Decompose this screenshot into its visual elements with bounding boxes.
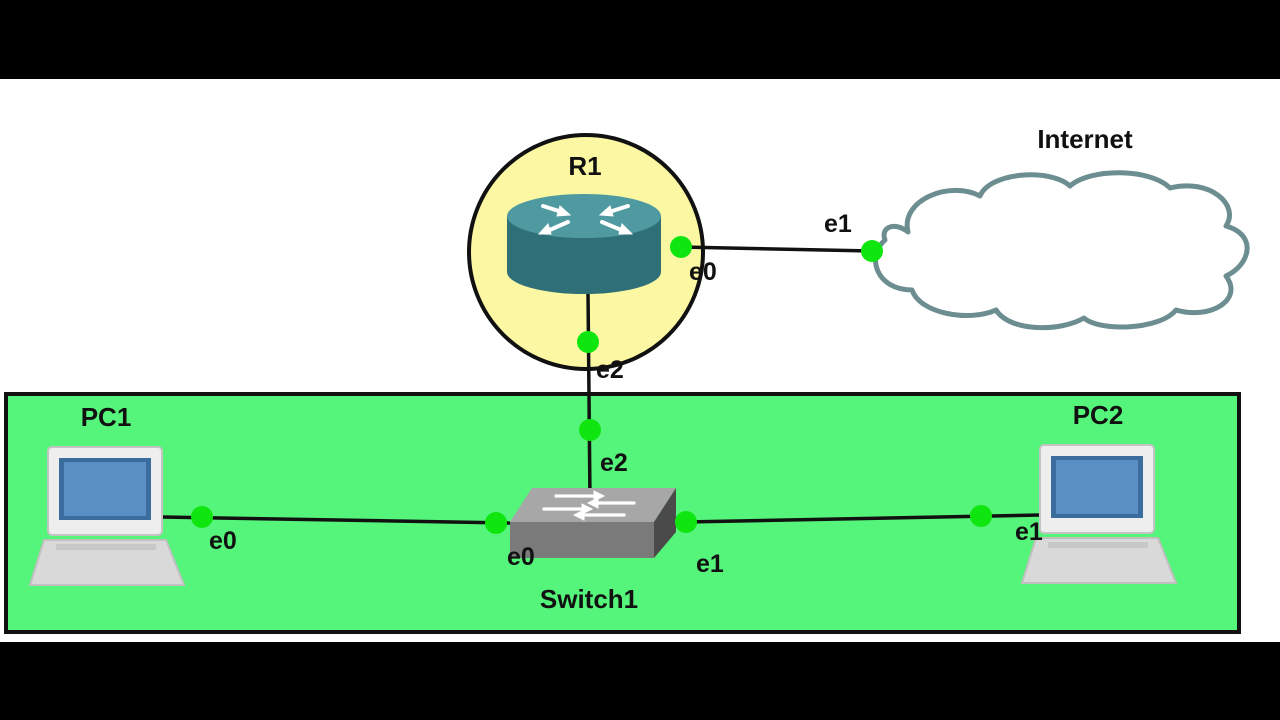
port-dot-switch1-e0[interactable] <box>485 512 507 534</box>
port-dot-switch1-e2[interactable] <box>579 419 601 441</box>
router-label: R1 <box>568 151 601 181</box>
switch-icon[interactable] <box>510 488 676 558</box>
port-dot-internet-e1[interactable] <box>861 240 883 262</box>
port-label-pc2-e1: e1 <box>1015 518 1043 546</box>
laptop-icon[interactable] <box>1020 444 1178 584</box>
cloud-icon[interactable] <box>873 170 1250 331</box>
port-label-r1-e0: e0 <box>689 258 717 286</box>
port-label-internet-e1: e1 <box>824 210 852 238</box>
port-dot-pc2-e1[interactable] <box>970 505 992 527</box>
pc2-label: PC2 <box>1073 400 1124 430</box>
port-label-pc1-e0: e0 <box>209 527 237 555</box>
top-black-bar <box>0 0 1280 79</box>
link-r1-switch1[interactable] <box>586 291 592 501</box>
links <box>161 245 1041 525</box>
switch-label: Switch1 <box>540 584 638 614</box>
laptop-icon[interactable] <box>28 446 186 586</box>
port-label-switch1-e0: e0 <box>507 543 535 571</box>
port-label-switch1-e2: e2 <box>600 449 628 477</box>
cloud-label: Internet <box>1037 124 1133 154</box>
port-dot-r1-e2[interactable] <box>577 331 599 353</box>
port-dot-pc1-e0[interactable] <box>191 506 213 528</box>
link-pc1-switch1[interactable] <box>161 515 511 525</box>
port-dot-switch1-e1[interactable] <box>675 511 697 533</box>
pc1-label: PC1 <box>81 402 132 432</box>
bottom-black-bar <box>0 642 1280 720</box>
router-icon[interactable] <box>507 194 661 294</box>
port-dot-r1-e0[interactable] <box>670 236 692 258</box>
port-dots <box>191 236 992 534</box>
port-label-r1-e2: e2 <box>596 356 624 384</box>
port-label-switch1-e1: e1 <box>696 550 724 578</box>
link-r1-internet[interactable] <box>680 245 873 253</box>
